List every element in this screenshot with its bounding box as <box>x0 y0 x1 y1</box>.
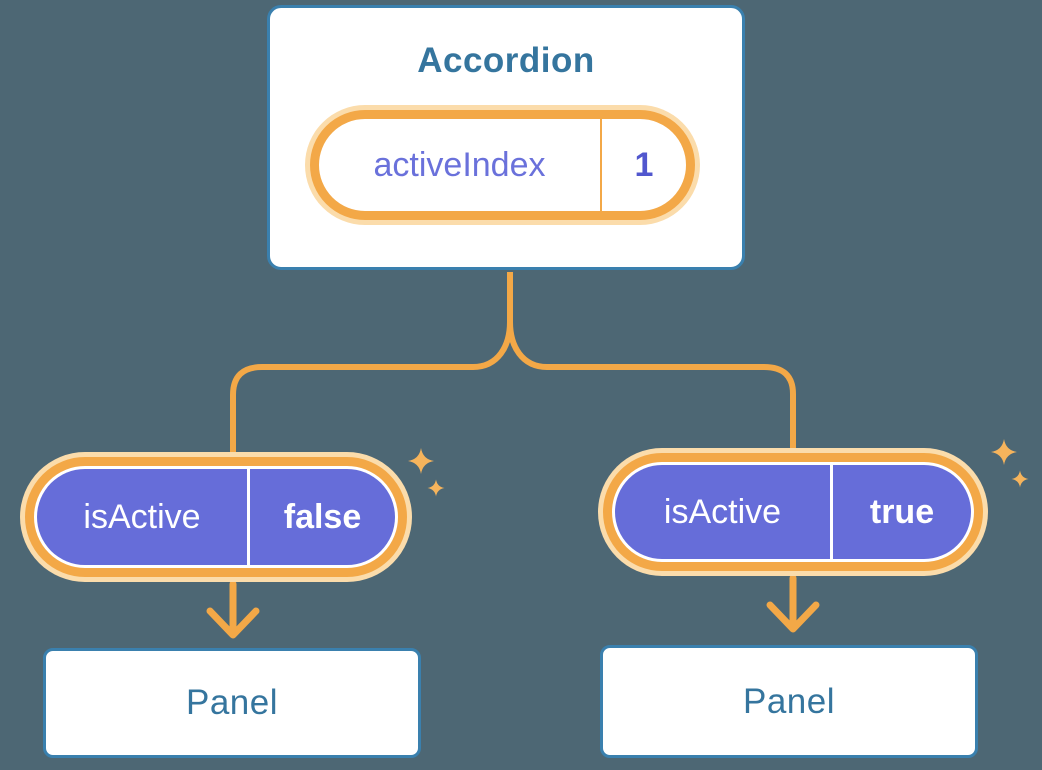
panel-component-card-left: Panel <box>43 648 421 758</box>
sparkles-icon-left-pill <box>408 448 445 497</box>
prop-pill-isactive-false: isActive false <box>20 452 412 582</box>
connector-left-branch <box>230 272 513 453</box>
prop-pill-value: true <box>869 492 935 531</box>
panel-component-card-right: Panel <box>600 645 978 758</box>
prop-pill-value: false <box>283 497 362 536</box>
prop-pill-isactive-true: isActive true <box>598 448 988 576</box>
state-pill-value: 1 <box>634 145 654 184</box>
state-pill-label: activeIndex <box>373 145 546 184</box>
prop-pill-label: isActive <box>83 497 201 536</box>
arrow-down-right-icon <box>766 574 820 633</box>
panel-title: Panel <box>742 681 836 721</box>
state-pill-activeindex: activeIndex 1 <box>305 105 700 225</box>
arrow-down-left-icon <box>206 580 260 639</box>
prop-pill-divider <box>830 465 833 559</box>
panel-title: Panel <box>185 683 279 722</box>
prop-pill-label: isActive <box>663 492 782 531</box>
accordion-title: Accordion <box>417 41 595 80</box>
state-pill-divider <box>600 119 602 211</box>
tree-connector <box>230 272 796 453</box>
connector-right-branch <box>507 272 796 449</box>
sparkles-icon-right-pill <box>991 439 1029 488</box>
prop-pill-divider <box>247 469 250 565</box>
